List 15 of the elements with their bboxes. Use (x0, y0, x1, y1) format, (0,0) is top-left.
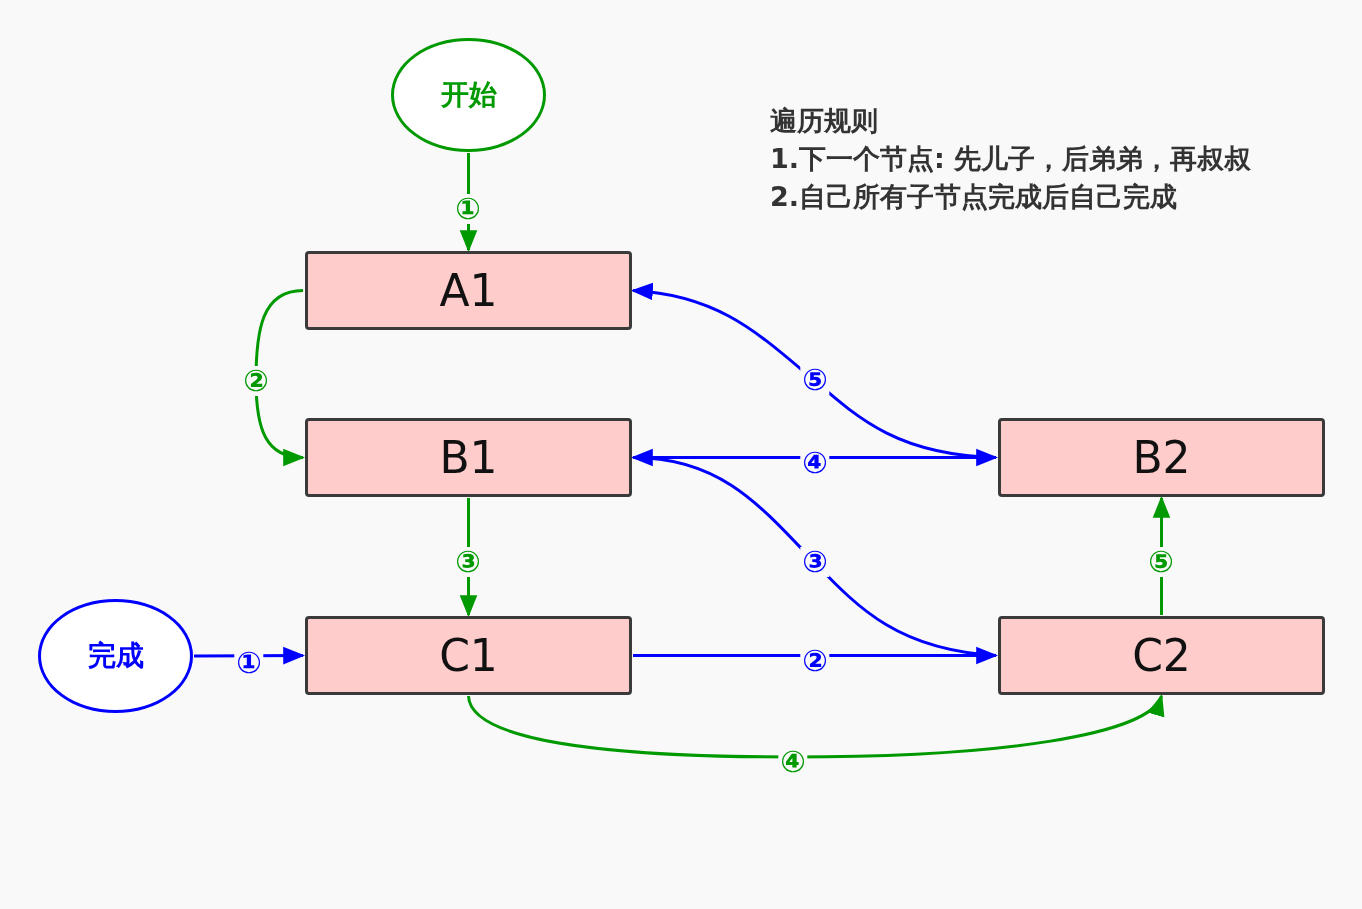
arrow (633, 646, 999, 665)
edge-label: ③ (800, 547, 830, 577)
start-ellipse: 开始 (391, 38, 546, 152)
process-box: C1 (305, 616, 632, 695)
rule-text: 1.下一个节点: 先儿子，后弟弟，再叔叔 (770, 142, 1252, 176)
rules-heading: 遍历规则 (770, 104, 878, 138)
rule-text: 2.自己所有子节点完成后自己完成 (770, 180, 1178, 214)
arrow (630, 283, 997, 459)
arrow (467, 694, 1163, 759)
process-box: A1 (305, 251, 632, 330)
process-box: B2 (998, 418, 1325, 497)
edge-label: ⑤ (800, 365, 830, 395)
process-box: B1 (305, 418, 632, 497)
process-box: C2 (998, 616, 1325, 695)
end-ellipse: 完成 (38, 599, 193, 713)
